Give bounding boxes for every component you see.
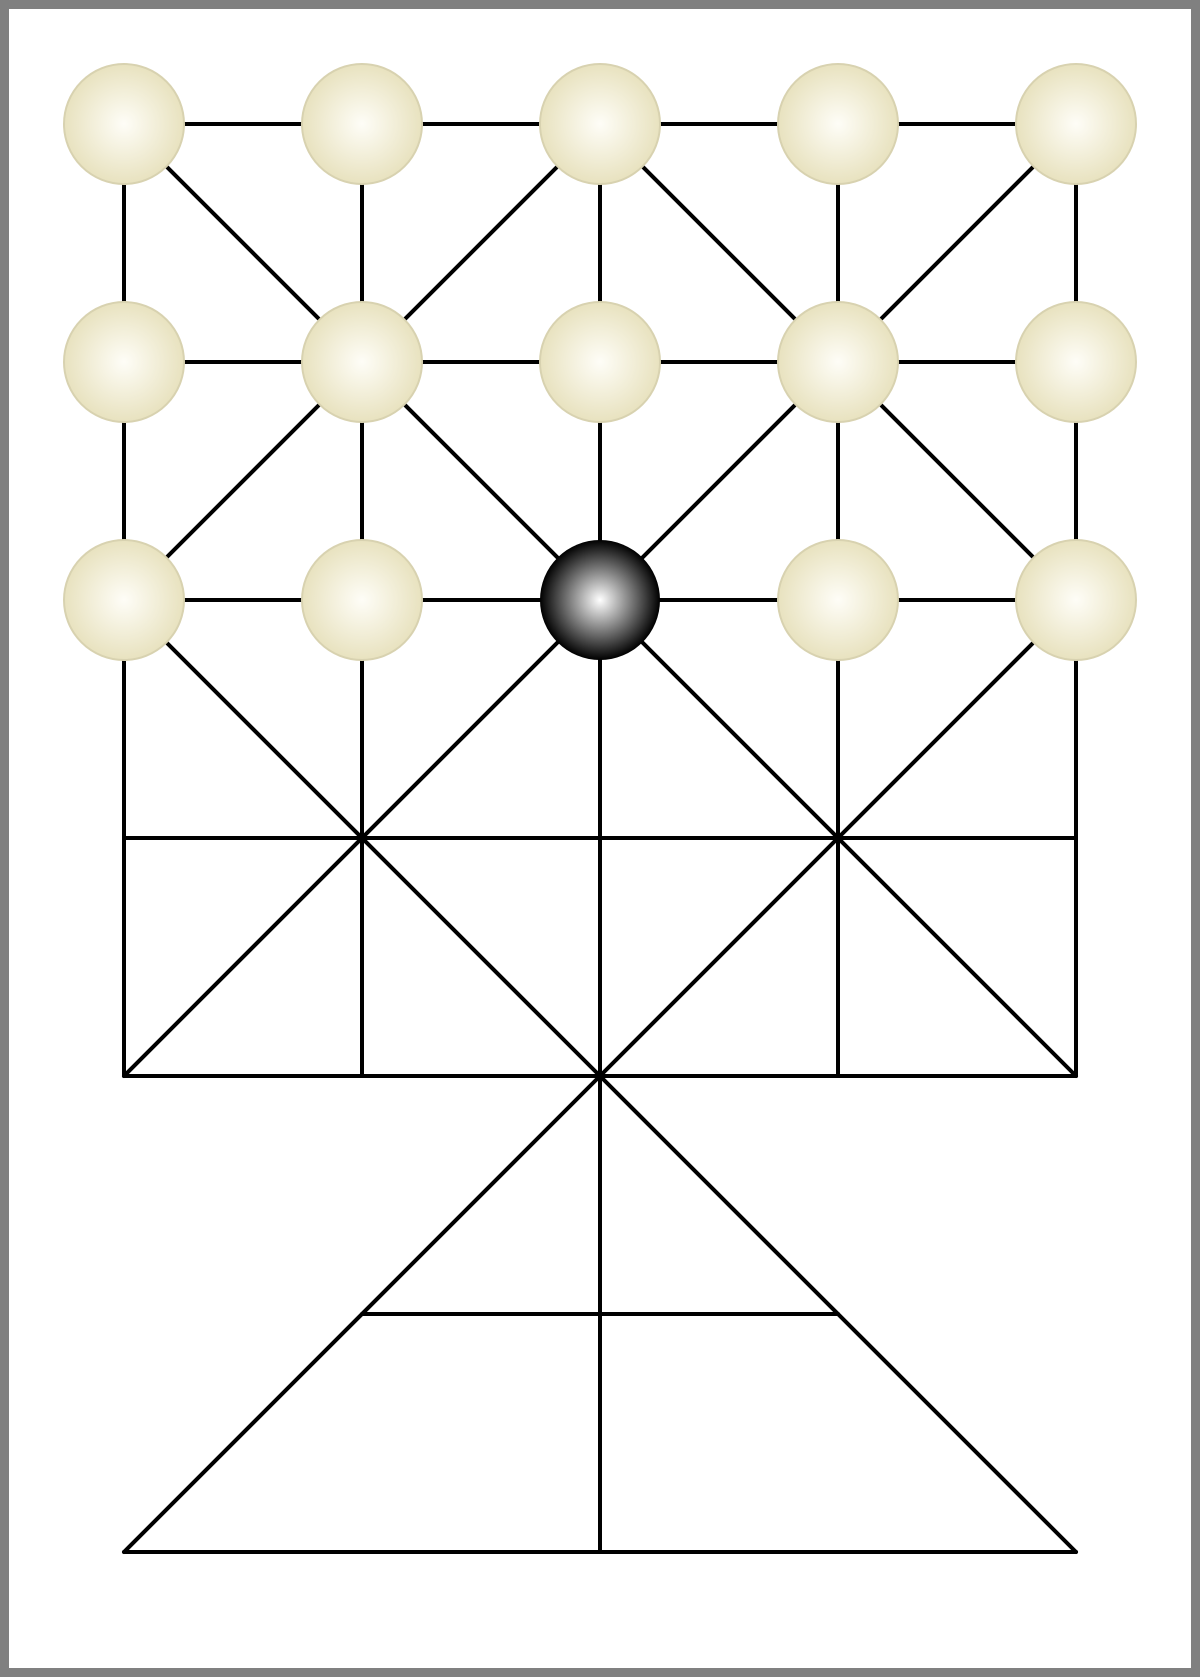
light-piece[interactable] [63,539,185,661]
light-piece[interactable] [63,63,185,185]
light-piece[interactable] [1015,301,1137,423]
light-piece[interactable] [301,301,423,423]
grid-diagonal-line [122,598,602,1078]
light-piece[interactable] [539,63,661,185]
light-piece[interactable] [301,63,423,185]
light-piece[interactable] [777,63,899,185]
light-piece[interactable] [301,539,423,661]
light-piece[interactable] [1015,539,1137,661]
board-pieces [63,63,1137,661]
light-piece[interactable] [777,539,899,661]
light-piece[interactable] [63,301,185,423]
light-piece[interactable] [777,301,899,423]
light-piece[interactable] [539,301,661,423]
light-piece[interactable] [1015,63,1137,185]
dark-piece[interactable] [540,540,660,660]
grid-diagonal-line [598,598,1078,1078]
